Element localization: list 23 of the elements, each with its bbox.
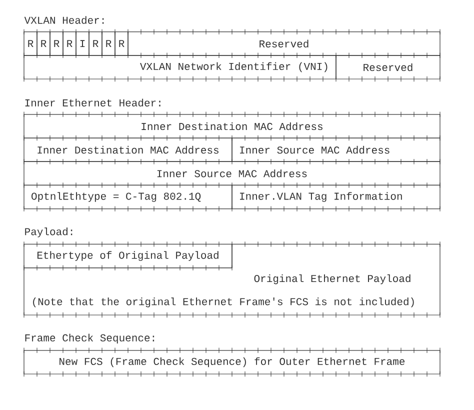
field-box: Inner Source MAC Address [232,138,440,162]
field-box: Reserved [128,32,440,56]
field-box: R [50,32,64,56]
field-box: R [102,32,116,56]
field-box: R [62,32,76,56]
field-box: R [114,32,128,56]
section-heading: Frame Check Sequence: [25,334,154,344]
section-heading: Payload: [25,228,72,238]
field-box: R [24,32,38,56]
field-box: R [36,32,50,56]
section-heading: VXLAN Header: [24,16,104,24]
section-heading: Inner Ethernet Header: [25,98,160,106]
field-box: Inner.VLAN Tag Information [232,184,440,210]
field-box: VXLAN Network Identifier (VNI) [24,55,336,80]
field-box: Reserved [336,55,440,80]
field-box: I [76,32,90,56]
field-box: Ethertype of Original Payload [24,244,232,268]
field-box: New FCS (Frame Check Sequence) for Outer Ethernet Frame [24,350,440,374]
field-box: Inner Destination MAC Address [24,114,440,138]
field-box: Inner Source MAC Address [24,161,440,186]
field-box: Inner Destination MAC Address [24,138,232,162]
field-box: R [88,32,102,56]
field-box: OptnlEthtype = C-Tag 802.1Q [24,184,232,210]
